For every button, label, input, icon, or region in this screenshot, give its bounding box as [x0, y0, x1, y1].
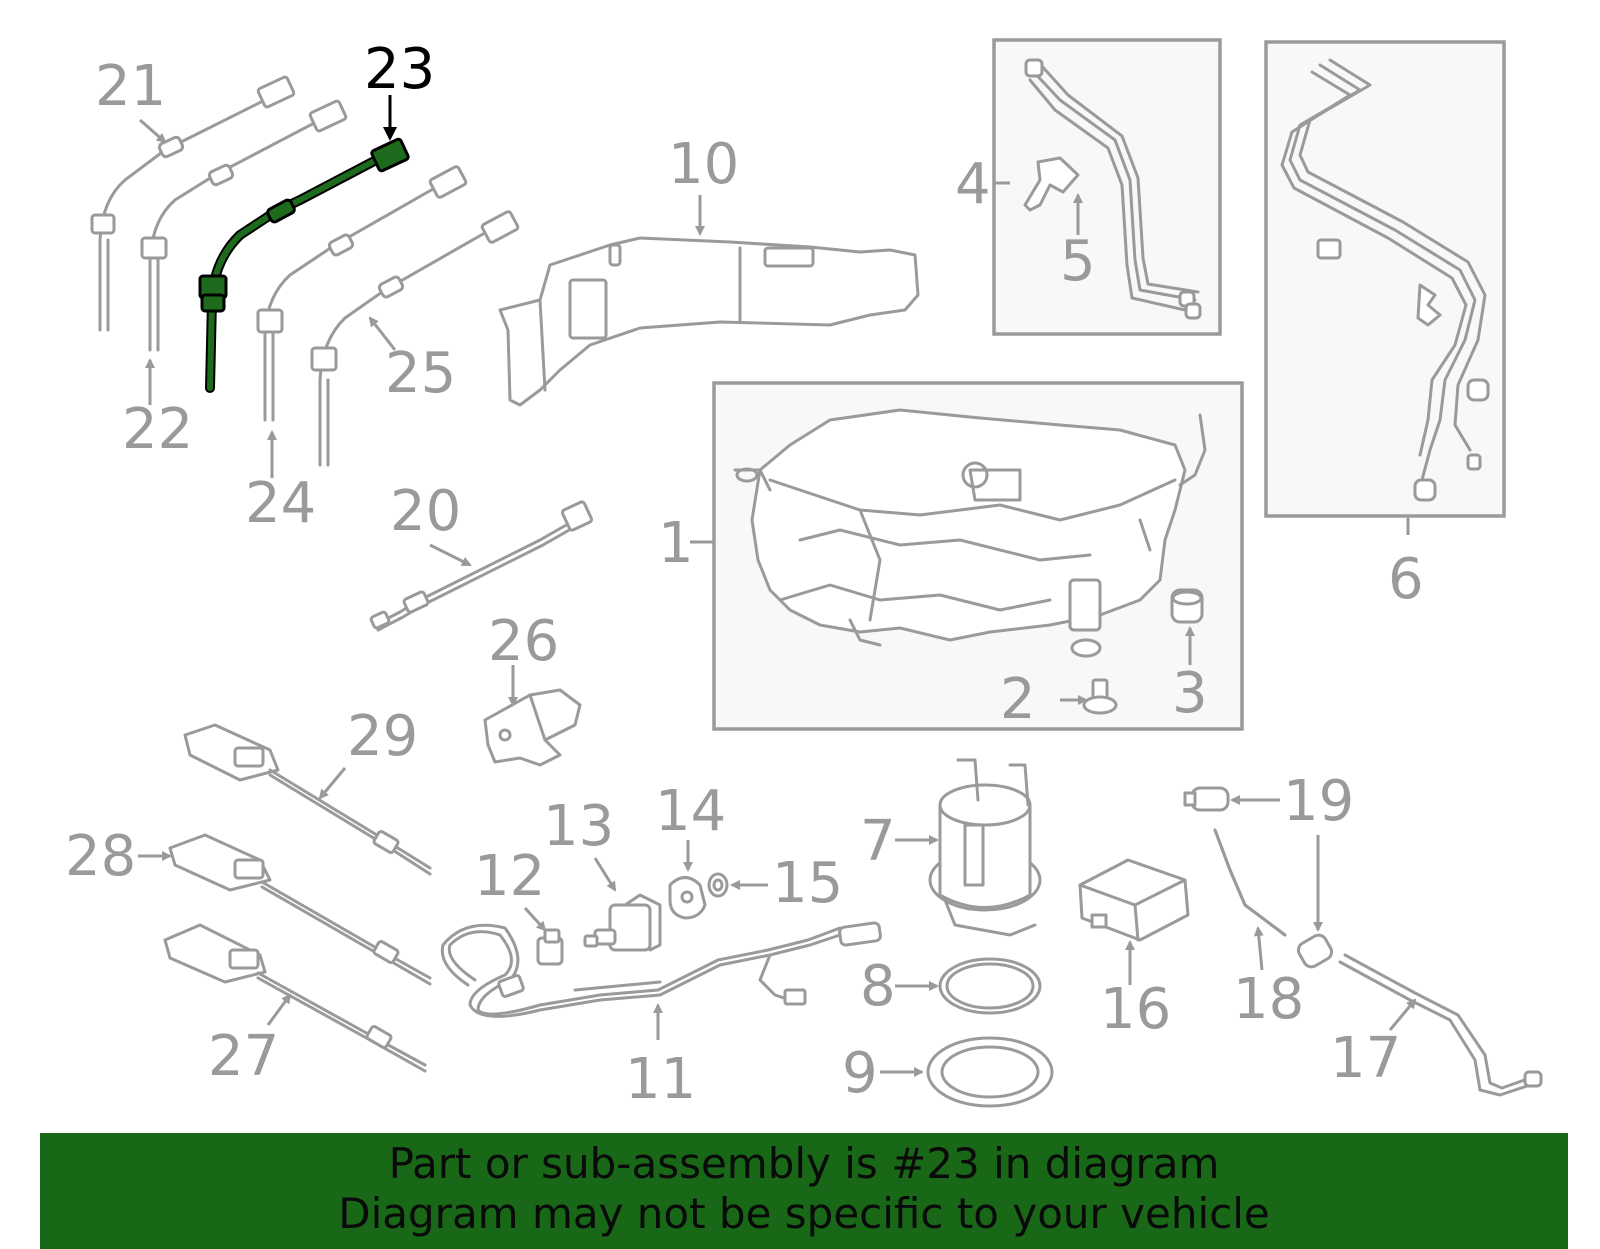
sensor-28[interactable] [168, 833, 432, 986]
wiring-11[interactable] [440, 921, 882, 1018]
callout-11: 11 [625, 1047, 696, 1112]
sensor-24[interactable] [256, 165, 468, 422]
clip-12[interactable] [536, 928, 564, 966]
lock-ring-9[interactable] [926, 1036, 1054, 1108]
callout-23: 23 [364, 37, 435, 102]
callout-10: 10 [668, 132, 739, 197]
callout-27: 27 [208, 1024, 279, 1089]
callout-28: 28 [65, 824, 136, 889]
callout-labels: 21 22 23 24 25 10 4 5 6 1 2 3 20 26 29 2… [65, 37, 1424, 1112]
grommet-3[interactable] [1170, 588, 1204, 624]
callout-13: 13 [543, 794, 614, 859]
callout-22: 22 [122, 397, 193, 462]
banner-line-part: Part or sub-assembly is #23 in diagram [388, 1139, 1220, 1188]
callout-26: 26 [488, 609, 559, 674]
frame-4 [992, 38, 1222, 336]
callout-17: 17 [1330, 1026, 1401, 1091]
fuel-line-6[interactable] [1280, 58, 1490, 502]
callout-12: 12 [474, 844, 545, 909]
clip-5[interactable] [1023, 156, 1080, 212]
connector-13[interactable] [583, 893, 662, 952]
callout-16: 16 [1100, 977, 1171, 1042]
hose-18[interactable] [1213, 828, 1287, 937]
sensor-22[interactable] [140, 99, 348, 352]
callout-29: 29 [347, 704, 418, 769]
callout-24: 24 [245, 471, 316, 536]
sensor-23-highlighted[interactable] [198, 137, 410, 393]
sensor-27[interactable] [163, 923, 427, 1073]
clamp-19-bottom[interactable] [1296, 932, 1335, 970]
callout-18: 18 [1233, 967, 1304, 1032]
clamp-19-top[interactable] [1183, 786, 1230, 812]
callout-19: 19 [1283, 769, 1354, 834]
callout-7: 7 [860, 809, 896, 874]
callout-2: 2 [1000, 667, 1036, 732]
pump-7[interactable] [928, 758, 1042, 937]
sensor-25[interactable] [310, 210, 520, 467]
callout-25: 25 [385, 341, 456, 406]
callout-21: 21 [95, 54, 166, 119]
heat-shield-10[interactable] [498, 236, 920, 407]
grommet-14[interactable] [668, 876, 707, 920]
info-banner: Part or sub-assembly is #23 in diagram D… [40, 1133, 1568, 1249]
callout-14: 14 [655, 779, 726, 844]
banner-line-disclaimer: Diagram may not be specific to your vehi… [338, 1189, 1270, 1238]
callout-9: 9 [842, 1041, 878, 1106]
leader-lines [138, 95, 1417, 1077]
bracket-26[interactable] [483, 688, 582, 767]
callout-3: 3 [1172, 661, 1208, 726]
washer-15[interactable] [707, 872, 729, 898]
callout-8: 8 [860, 954, 896, 1019]
callout-4: 4 [955, 152, 991, 217]
callout-1: 1 [658, 511, 694, 576]
bolt-2[interactable] [1082, 678, 1118, 715]
module-16[interactable] [1078, 858, 1190, 942]
callout-15: 15 [772, 851, 843, 916]
callout-6: 6 [1388, 547, 1424, 612]
fuel-line-4[interactable] [1024, 58, 1202, 320]
callout-20: 20 [390, 479, 461, 544]
callout-5: 5 [1060, 229, 1096, 294]
fuel-tank-1[interactable] [733, 408, 1207, 658]
sensor-20[interactable] [369, 500, 594, 632]
seal-ring-8[interactable] [938, 957, 1042, 1015]
sensor-29[interactable] [183, 723, 432, 876]
